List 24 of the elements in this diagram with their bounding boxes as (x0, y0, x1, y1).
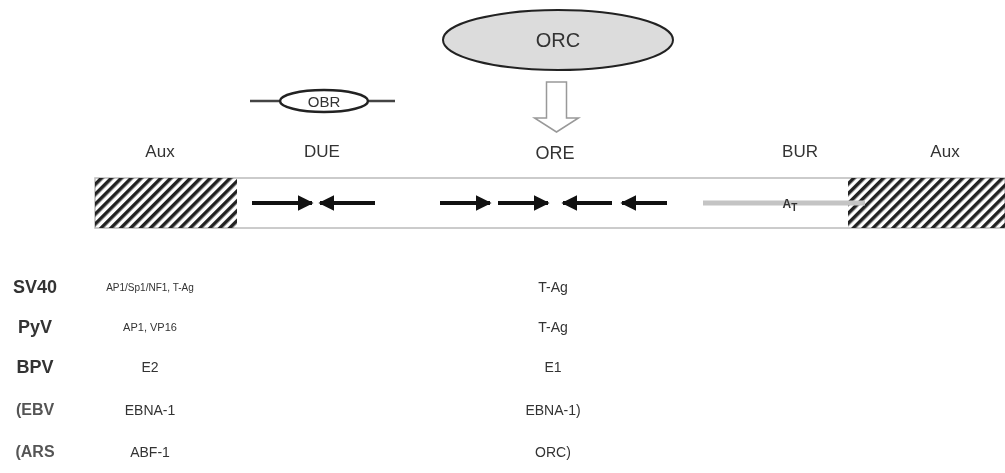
hollow-arrow (531, 81, 582, 133)
region-label: Aux (930, 142, 960, 162)
virus-name: (EBV (15, 401, 55, 419)
region-label: Aux (145, 142, 175, 162)
region-label: EBNA-1) (525, 402, 581, 418)
region-label: ABF-1 (130, 444, 170, 460)
region-label: AP1, VP16 (123, 321, 177, 333)
virus-name: BPV (16, 356, 54, 378)
virus-name: (ARS (15, 443, 55, 461)
region-label: BUR (782, 142, 818, 162)
region-label: E2 (141, 359, 159, 375)
region-label: ORC) (535, 444, 571, 460)
region-label: DUE (304, 142, 340, 162)
virus-name: SV40 (13, 276, 57, 298)
region-label: EBNA-1 (124, 402, 176, 418)
node-label: OBR (307, 92, 341, 110)
region-label: T-Ag (538, 319, 568, 335)
region-label: A$_{T}$ (782, 196, 798, 214)
region-label: AP1/Sp1/NF1, T-Ag (106, 281, 194, 293)
region-label: T-Ag (538, 279, 568, 295)
node-label: ORE (535, 142, 575, 164)
virus-name: PyV (18, 316, 52, 338)
node-label: ORC (535, 28, 581, 52)
region-label: E1 (544, 359, 562, 375)
